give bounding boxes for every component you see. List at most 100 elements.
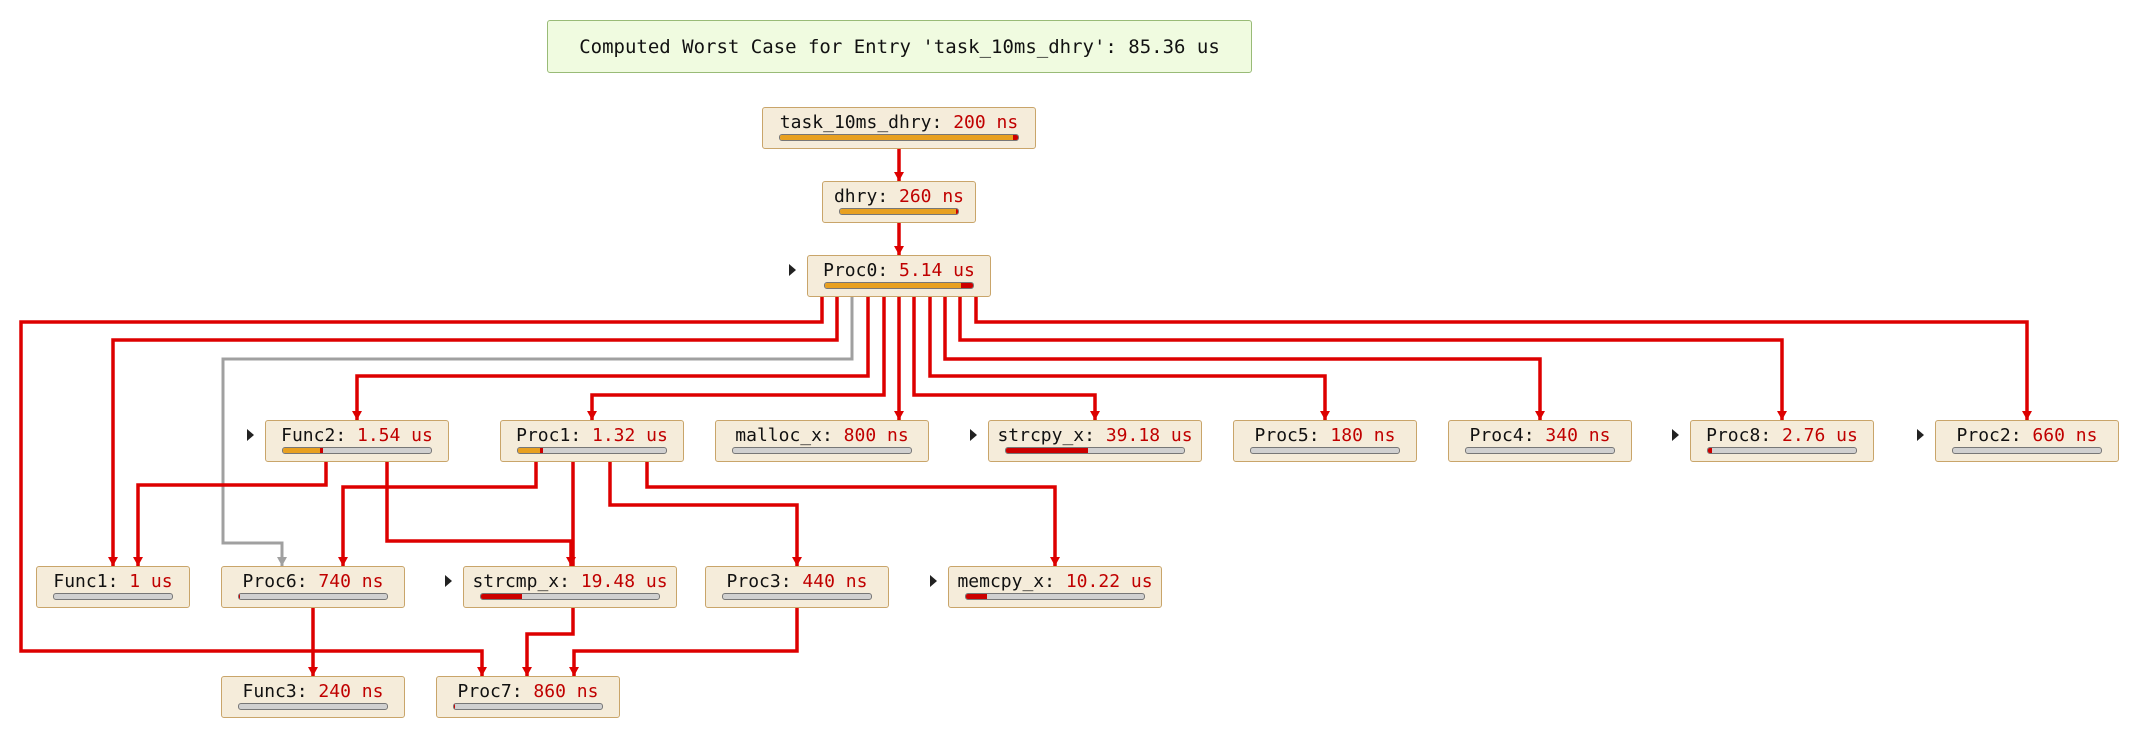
node-time-bar-red-segment	[1013, 135, 1018, 140]
edge-proc0-func2-arrowhead	[352, 411, 362, 420]
node-value: 19.48 us	[580, 571, 668, 592]
edge-proc0-proc4	[943, 297, 1542, 420]
node-value: 260 ns	[899, 186, 965, 207]
edge-proc1-proc7-arrowhead	[522, 667, 532, 676]
expand-strcpy-icon[interactable]	[970, 429, 977, 441]
expand-func2-icon[interactable]	[247, 429, 254, 441]
node-time-bar	[517, 447, 667, 454]
edge-proc3-proc7-arrowhead	[569, 667, 579, 676]
edge-proc0-proc1-arrowhead	[587, 411, 597, 420]
node-label: Proc3: 440 ns	[726, 571, 868, 592]
node-proc8[interactable]: Proc8: 2.76 us	[1690, 420, 1874, 462]
edge-proc0-proc7	[19, 297, 824, 676]
node-name: memcpy_x	[957, 571, 1045, 592]
node-func1[interactable]: Func1: 1 us	[36, 566, 190, 608]
node-dhry[interactable]: dhry: 260 ns	[822, 181, 976, 223]
node-value: 5.14 us	[899, 260, 975, 281]
node-proc7[interactable]: Proc7: 860 ns	[436, 676, 620, 718]
node-time-bar	[1005, 447, 1185, 454]
edge-proc0-proc6-gray	[221, 297, 854, 566]
node-proc4[interactable]: Proc4: 340 ns	[1448, 420, 1632, 462]
worst-case-banner: Computed Worst Case for Entry 'task_10ms…	[547, 20, 1252, 73]
node-name: strcpy_x	[997, 425, 1085, 446]
node-task[interactable]: task_10ms_dhry: 200 ns	[762, 107, 1036, 149]
node-time-bar-red-segment	[320, 448, 323, 453]
edge-proc0-proc7-arrowhead	[477, 667, 487, 676]
node-time-bar	[722, 593, 872, 600]
node-time-bar-red-segment	[1006, 448, 1088, 453]
node-value: 860 ns	[533, 681, 599, 702]
node-time-bar-orange-segment	[518, 448, 541, 453]
edge-proc1-proc6-arrowhead	[338, 557, 348, 566]
node-time-bar	[824, 282, 974, 289]
node-name: dhry	[833, 186, 878, 207]
edge-task-dhry-arrowhead	[894, 172, 904, 181]
node-label: Proc6: 740 ns	[242, 571, 384, 592]
node-label: strcpy_x: 39.18 us	[997, 425, 1193, 446]
node-strcpy[interactable]: strcpy_x: 39.18 us	[988, 420, 1202, 462]
node-func3[interactable]: Func3: 240 ns	[221, 676, 405, 718]
edge-proc1-proc7	[525, 462, 575, 676]
node-time-bar	[282, 447, 432, 454]
node-label: Func2: 1.54 us	[281, 425, 433, 446]
node-name: Func3	[242, 681, 297, 702]
node-strcmp[interactable]: strcmp_x: 19.48 us	[463, 566, 677, 608]
node-malloc[interactable]: malloc_x: 800 ns	[715, 420, 929, 462]
node-name: Proc1	[516, 425, 571, 446]
edge-proc0-malloc-arrowhead	[894, 411, 904, 420]
node-proc3[interactable]: Proc3: 440 ns	[705, 566, 889, 608]
edge-proc1-proc6	[341, 462, 538, 566]
edge-proc0-proc5	[928, 297, 1327, 420]
node-proc6[interactable]: Proc6: 740 ns	[221, 566, 405, 608]
node-time-bar	[839, 208, 959, 215]
edge-proc1-proc3-arrowhead	[792, 557, 802, 566]
node-time-bar	[238, 593, 388, 600]
edge-proc0-proc2	[974, 297, 2029, 420]
expand-proc2-icon[interactable]	[1917, 429, 1924, 441]
node-name: Func1	[53, 571, 108, 592]
node-label: malloc_x: 800 ns	[735, 425, 909, 446]
edge-proc0-proc8	[958, 297, 1784, 420]
edge-proc0-func1-arrowhead	[108, 557, 118, 566]
node-label: task_10ms_dhry: 200 ns	[779, 112, 1019, 133]
node-func2[interactable]: Func2: 1.54 us	[265, 420, 449, 462]
node-time-bar-orange-segment	[840, 209, 956, 214]
node-proc0[interactable]: Proc0: 5.14 us	[807, 255, 991, 297]
expand-strcmp-icon[interactable]	[445, 575, 452, 587]
node-time-bar	[1465, 447, 1615, 454]
node-time-bar	[1250, 447, 1400, 454]
node-memcpy[interactable]: memcpy_x: 10.22 us	[948, 566, 1162, 608]
node-value: 10.22 us	[1065, 571, 1153, 592]
edge-proc0-proc2-arrowhead	[2022, 411, 2032, 420]
node-label: dhry: 260 ns	[833, 186, 965, 207]
node-label: memcpy_x: 10.22 us	[957, 571, 1153, 592]
node-name: Proc8	[1706, 425, 1761, 446]
node-proc5[interactable]: Proc5: 180 ns	[1233, 420, 1417, 462]
node-value: 800 ns	[843, 425, 909, 446]
node-time-bar	[238, 703, 388, 710]
edge-func2-func1-arrowhead	[133, 557, 143, 566]
node-proc2[interactable]: Proc2: 660 ns	[1935, 420, 2119, 462]
edge-proc3-proc7	[572, 608, 799, 676]
node-proc1[interactable]: Proc1: 1.32 us	[500, 420, 684, 462]
node-time-bar-red-segment	[1708, 448, 1713, 453]
node-time-bar-red-segment	[239, 594, 241, 599]
edge-func2-func1	[136, 462, 328, 566]
node-time-bar	[453, 703, 603, 710]
node-time-bar	[53, 593, 173, 600]
expand-proc8-icon[interactable]	[1672, 429, 1679, 441]
node-time-bar-red-segment	[454, 704, 456, 709]
node-time-bar	[480, 593, 660, 600]
edge-func2-strcmp	[385, 462, 573, 566]
node-time-bar	[732, 447, 912, 454]
node-time-bar-red-segment	[966, 594, 988, 599]
node-name: task_10ms_dhry	[779, 112, 932, 133]
node-value: 740 ns	[318, 571, 384, 592]
edge-proc1-proc3	[608, 462, 799, 566]
node-label: Proc4: 340 ns	[1469, 425, 1611, 446]
expand-proc0-icon[interactable]	[789, 264, 796, 276]
node-label: strcmp_x: 19.48 us	[472, 571, 668, 592]
node-label: Proc7: 860 ns	[457, 681, 599, 702]
expand-memcpy-icon[interactable]	[930, 575, 937, 587]
